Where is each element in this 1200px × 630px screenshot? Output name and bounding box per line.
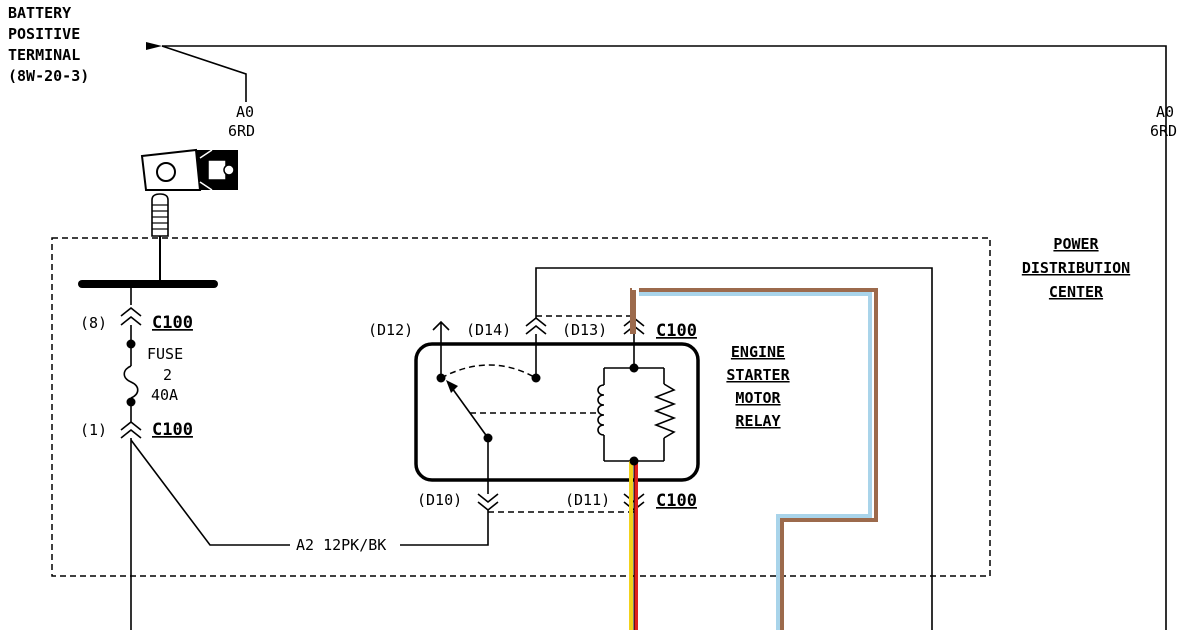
d11-c100-name: C100 bbox=[656, 491, 697, 511]
a0-wire-top bbox=[162, 45, 1167, 630]
a0-right-color: 6RD bbox=[1150, 122, 1177, 140]
pdc-label-line-3: CENTER bbox=[1049, 283, 1104, 301]
battery-label-line-1: BATTERY bbox=[8, 4, 71, 22]
relay-label-line-3: MOTOR bbox=[735, 389, 781, 407]
relay-coil-icon bbox=[597, 384, 605, 436]
d13-cavity: (D13) bbox=[562, 321, 607, 339]
relay-resistor-icon bbox=[653, 383, 677, 439]
battery-label-line-2: POSITIVE bbox=[8, 25, 80, 43]
a2-wire-left bbox=[130, 439, 290, 546]
fuse-label: FUSE bbox=[147, 345, 183, 363]
c100-pin8-name: C100 bbox=[152, 313, 193, 333]
d14-connector-icon bbox=[525, 316, 547, 378]
pdc-label-line-1: POWER bbox=[1053, 235, 1099, 253]
fuse-number: 2 bbox=[163, 366, 172, 384]
engine-starter-motor-relay-label: ENGINE STARTER MOTOR RELAY bbox=[726, 343, 790, 430]
fuse-icon bbox=[123, 344, 139, 402]
battery-positive-terminal-label: BATTERY POSITIVE TERMINAL (8W-20-3) bbox=[8, 4, 89, 85]
c100-pin1-name: C100 bbox=[152, 420, 193, 440]
engine-starter-motor-relay-box bbox=[414, 342, 700, 482]
c100-pin1-cavity: (1) bbox=[80, 421, 107, 439]
relay-switch-arrow bbox=[446, 380, 458, 393]
highlighted-wire-blue-brown bbox=[630, 288, 878, 630]
a0-right-code: A0 bbox=[1156, 103, 1174, 121]
a2-wire-right bbox=[400, 518, 489, 546]
relay-switch-contacts bbox=[436, 364, 598, 443]
a0-left-code: A0 bbox=[236, 103, 254, 121]
d14-feed-wire bbox=[535, 267, 933, 630]
battery-label-line-4: (8W-20-3) bbox=[8, 67, 89, 85]
fuse-stud-icon bbox=[151, 193, 169, 284]
power-distribution-center-box bbox=[51, 237, 991, 577]
battery-label-line-3: TERMINAL bbox=[8, 46, 80, 64]
d12-connector-icon bbox=[432, 320, 450, 378]
d11-cavity: (D11) bbox=[565, 491, 610, 509]
a0-wire-left bbox=[161, 45, 247, 102]
highlighted-wire-yellow-red bbox=[629, 461, 638, 630]
pdc-label-line-2: DISTRIBUTION bbox=[1022, 259, 1130, 277]
d10-connector-icon bbox=[477, 493, 499, 518]
relay-label-line-1: ENGINE bbox=[731, 343, 785, 361]
relay-top-node bbox=[629, 363, 639, 373]
d14-cavity: (D14) bbox=[466, 321, 511, 339]
c100-pin8-cavity: (8) bbox=[80, 314, 107, 332]
relay-bottom-node bbox=[629, 456, 639, 466]
ring-terminal-icon bbox=[140, 148, 238, 191]
relay-coil-resistor bbox=[597, 367, 677, 462]
d12-cavity: (D12) bbox=[368, 321, 413, 339]
fuse-rating: 40A bbox=[151, 386, 178, 404]
power-distribution-center-label: POWER DISTRIBUTION CENTER bbox=[1022, 235, 1130, 301]
battery-terminal-arrow bbox=[146, 42, 162, 50]
relay-label-line-4: RELAY bbox=[735, 412, 780, 430]
c100-pin8-connector-icon bbox=[120, 306, 142, 326]
a0-left-color: 6RD bbox=[228, 122, 255, 140]
c100-pin1-connector-icon bbox=[120, 420, 142, 439]
d13-c100-name: C100 bbox=[656, 321, 697, 341]
d10-cavity: (D10) bbox=[417, 491, 462, 509]
a2-wire-label: A2 12PK/BK bbox=[296, 536, 386, 554]
relay-label-line-2: STARTER bbox=[726, 366, 790, 384]
